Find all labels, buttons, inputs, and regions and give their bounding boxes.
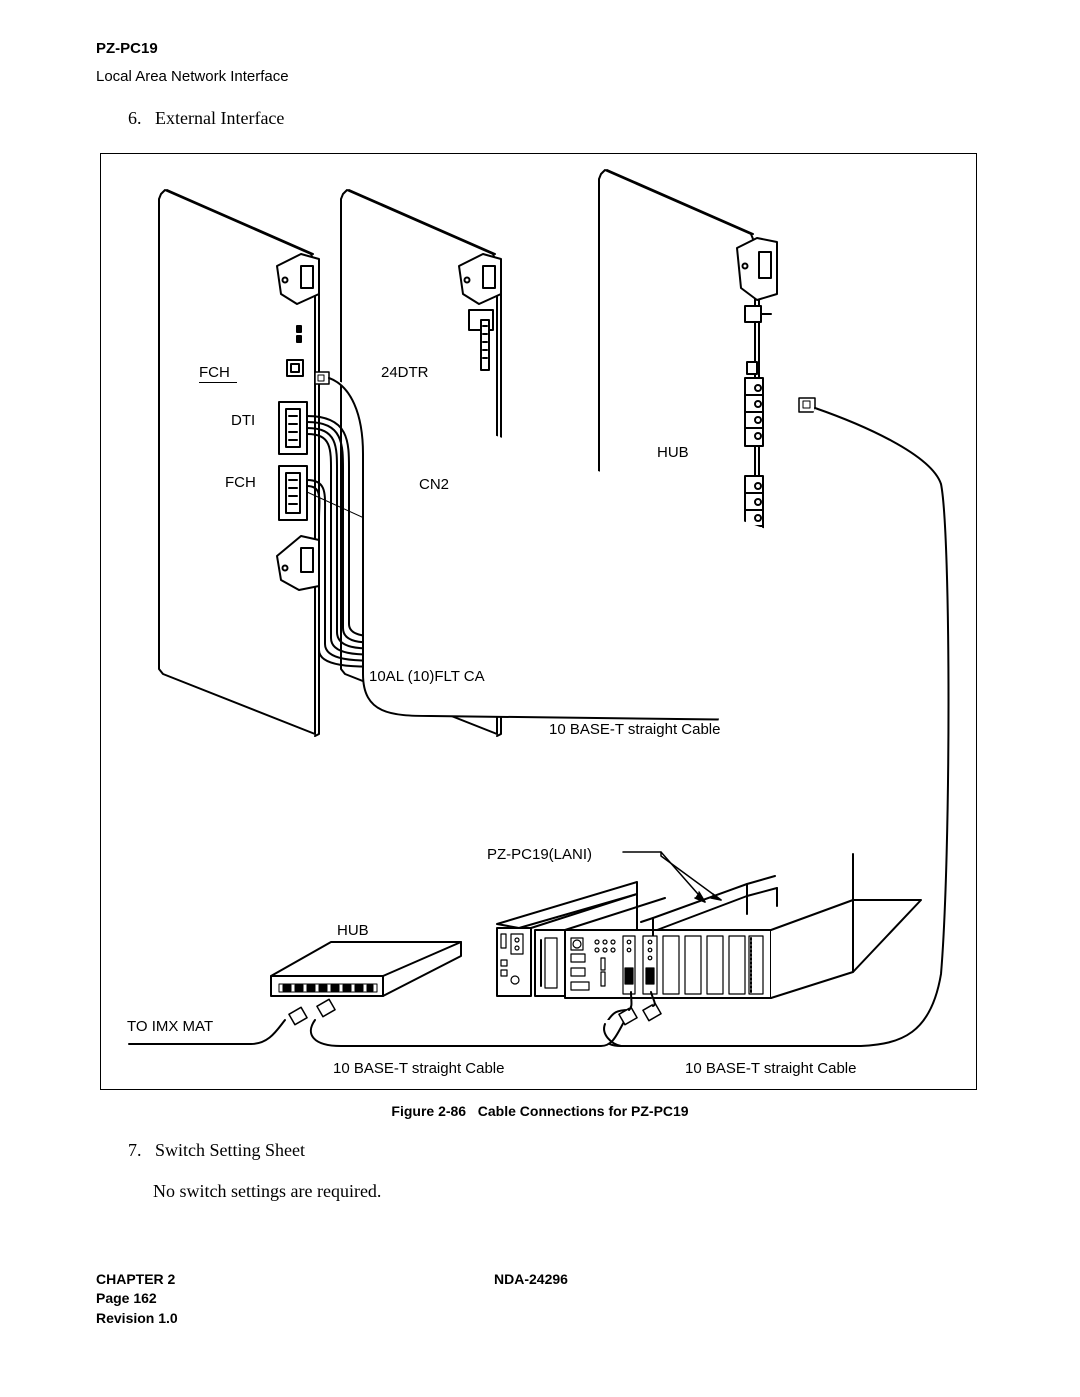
label-cable-top: 10 BASE-T straight Cable [549,721,721,738]
pc-chassis-details [500,933,764,995]
lani-port-cables [603,991,662,1047]
footer-chapter: CHAPTER 2 [96,1271,176,1287]
footer-doc-id: NDA-24296 [494,1271,568,1287]
label-cn2: CN2 [419,476,450,493]
label-dti: DTI [231,412,256,429]
footer-page: Page 162 [96,1290,157,1306]
hub-card-switch [744,305,772,375]
label-to-imx-mat: TO IMX MAT [127,1018,214,1035]
dtr-dip-strip [468,309,494,371]
figure-caption-title: Cable Connections for PZ-PC19 [477,1103,689,1119]
cable-connection-diagram [128,169,950,1047]
section-6-title: External Interface [155,108,285,128]
page-header-title: PZ-PC19 [96,40,158,57]
page-header-subtitle: Local Area Network Interface [96,68,289,85]
lani-pointer [622,851,722,903]
fch-card-top-latch [276,253,320,305]
section-6-number: 6. [128,108,142,128]
figure-caption: Figure 2-86 Cable Connections for PZ-PC1… [0,1103,1080,1119]
fch-card-bottom-latch [276,535,320,591]
fch-rj-jack [286,359,304,377]
section-7-title: Switch Setting Sheet [155,1140,305,1160]
fch-connector [278,465,308,521]
dtr-card-top-latch [458,253,502,305]
label-flat-cable: 10AL (10)FLT CA [369,668,485,685]
imx-to-hub-cable [128,998,626,1047]
figure-caption-number: Figure 2-86 [391,1103,467,1119]
figure-frame: FCH DTI FCH 24DTR CN2 HUB 10AL (10)FLT C… [100,153,977,1090]
section-7-heading: 7. Switch Setting Sheet [128,1140,305,1161]
label-24dtr: 24DTR [381,364,429,381]
label-fch-bottom: FCH [225,474,256,491]
label-fch-top: FCH [199,364,230,381]
section-6-heading: 6. External Interface [128,108,284,129]
label-fch-top-underline [199,382,237,383]
section-7-number: 7. [128,1140,142,1160]
hub-card-port-group-upper [744,377,764,447]
hub-card-top-latch [736,237,778,301]
label-cable-bottom-left: 10 BASE-T straight Cable [333,1060,505,1077]
label-hub-box: HUB [337,922,369,939]
label-lani: PZ-PC19(LANI) [487,846,593,863]
footer-revision: Revision 1.0 [96,1310,178,1326]
hub-box [270,941,462,997]
label-cable-bottom-right: 10 BASE-T straight Cable [685,1060,857,1077]
label-hub-card: HUB [657,444,689,461]
section-7-body: No switch settings are required. [153,1181,382,1201]
